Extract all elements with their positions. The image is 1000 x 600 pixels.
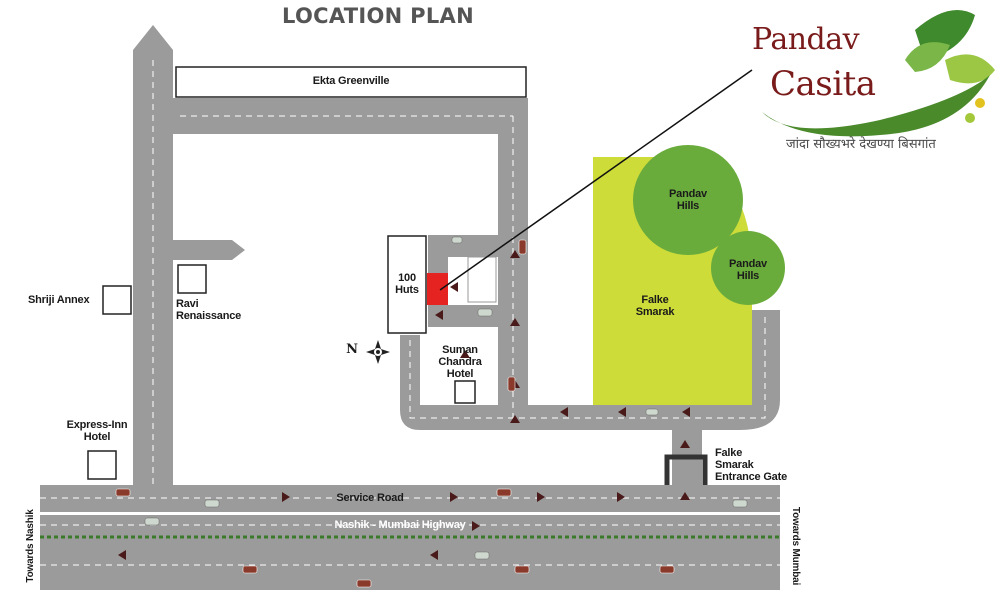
car-icon	[451, 236, 463, 244]
car-icon	[474, 551, 490, 560]
label-highway: Nashik - Mumbai Highway	[334, 519, 466, 531]
logo-line1: Pandav	[752, 22, 860, 57]
arrow-marker	[618, 407, 626, 417]
arrow-marker	[680, 492, 690, 500]
arrow-marker	[472, 521, 480, 531]
car-icon	[518, 239, 527, 255]
pandav-hills-large	[633, 145, 743, 255]
logo-leaves-icon	[905, 10, 995, 84]
car-icon	[356, 579, 372, 588]
label-ekta-greenville: Ekta Greenville	[312, 75, 390, 87]
pandav-hills-small	[711, 231, 785, 305]
page-title: LOCATION PLAN	[282, 4, 474, 28]
car-icon	[659, 565, 675, 574]
project-site-marker	[427, 273, 448, 305]
car-icon	[514, 565, 530, 574]
ravi-branch-road	[173, 240, 245, 260]
highway	[40, 515, 780, 590]
logo-butterfly-icon	[975, 98, 985, 108]
car-icon	[477, 308, 493, 317]
label-towards-nashik: Towards Nashik	[25, 509, 36, 583]
arrow-marker	[680, 440, 690, 448]
entrance-gate-icon	[664, 454, 708, 485]
car-icon	[144, 517, 160, 526]
arrow-marker	[282, 492, 290, 502]
express-inn-box	[87, 450, 117, 480]
arrow-marker	[510, 415, 520, 423]
arrow-marker	[450, 492, 458, 502]
huts-box	[387, 235, 427, 334]
car-icon	[496, 488, 512, 497]
small-plot-box	[467, 256, 497, 303]
car-icon	[507, 376, 516, 392]
arrow-marker	[682, 407, 690, 417]
suman-chandra-box	[454, 380, 476, 404]
compass-north-label: N	[346, 342, 358, 357]
car-icon	[115, 488, 131, 497]
logo-line2: Casita	[770, 64, 876, 104]
arrow-marker	[118, 550, 126, 560]
ekta-greenville-box	[175, 66, 527, 98]
compass-icon	[366, 340, 390, 364]
label-shriji-annex: Shriji Annex	[28, 294, 90, 306]
car-icon	[242, 565, 258, 574]
car-icon	[732, 499, 748, 508]
car-icon	[204, 499, 220, 508]
ravi-renaissance-box	[177, 264, 207, 294]
logo-tagline: जांदा सौख्यभरे देखण्या बिसगांत	[786, 137, 936, 152]
logo-swoosh-icon	[762, 75, 990, 137]
arrow-marker	[560, 407, 568, 417]
label-service-road: Service Road	[336, 492, 404, 504]
shriji-annex-box	[102, 285, 132, 315]
arrow-marker	[510, 250, 520, 258]
pointer-line	[439, 69, 753, 291]
arrow-marker	[450, 282, 458, 292]
arrow-marker	[537, 492, 545, 502]
label-towards-mumbai: Towards Mumbai	[790, 506, 801, 586]
arrow-marker	[460, 350, 470, 358]
arrow-marker	[510, 318, 520, 326]
car-icon	[645, 408, 659, 416]
arrow-marker	[430, 550, 438, 560]
arrow-marker	[617, 492, 625, 502]
arrow-marker	[435, 310, 443, 320]
